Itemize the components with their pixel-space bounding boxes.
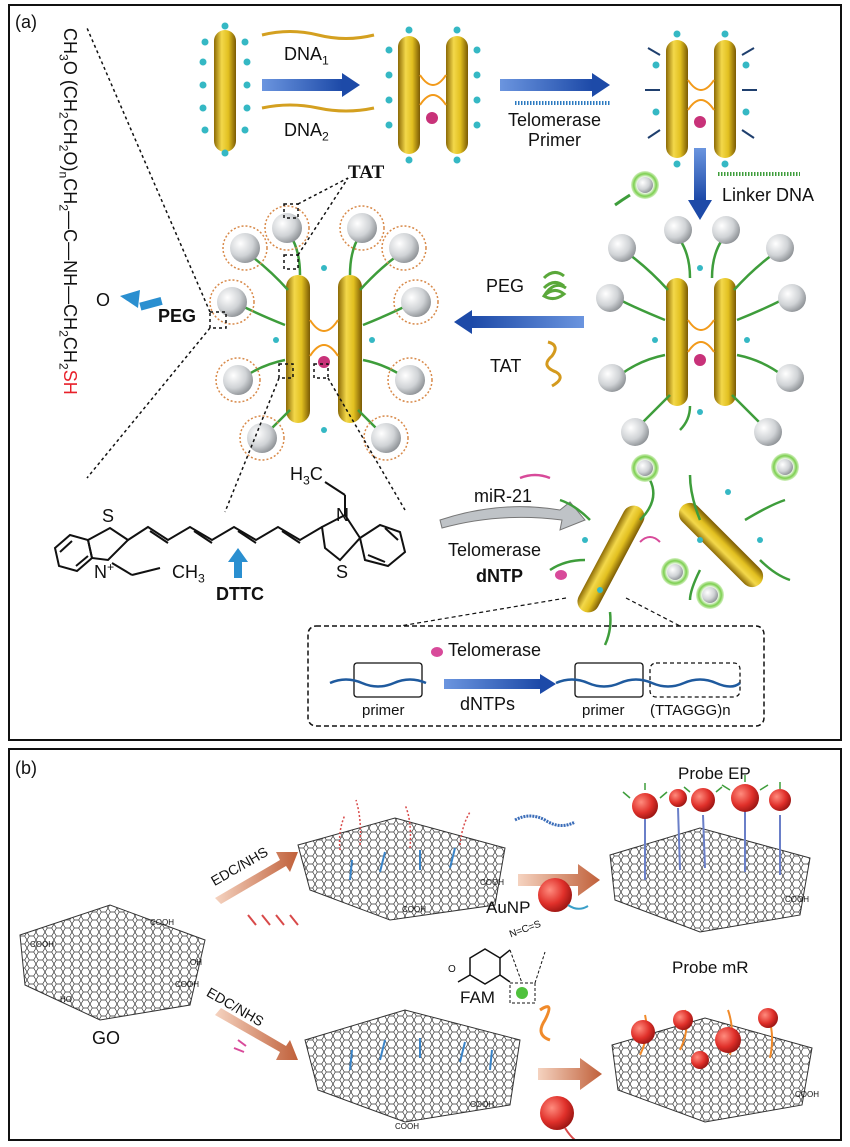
gold-nanorod bbox=[214, 30, 236, 152]
dttc-s1: S bbox=[102, 506, 115, 526]
mir21-label: miR-21 bbox=[474, 486, 533, 506]
go-label: GO bbox=[92, 1028, 121, 1048]
probe-ep-cooh: COOH bbox=[785, 895, 809, 904]
peg-label: PEG bbox=[486, 276, 525, 296]
nanorod-with-spheres bbox=[596, 216, 806, 446]
dttc-structure bbox=[53, 481, 407, 576]
inset-telomerase: Telomerase bbox=[448, 640, 542, 660]
gold-nanorod-pair-primer bbox=[645, 40, 757, 158]
sheet-bottom-cooh: COOH bbox=[470, 1100, 494, 1109]
gold-nanorod-pair bbox=[398, 36, 468, 154]
peg-formula: CH3O (CH2CH2O)nCH2—C—NH—CH2CH2SH bbox=[56, 28, 80, 395]
inset-arrow bbox=[444, 679, 540, 689]
zoom-callouts bbox=[86, 27, 406, 513]
panel-b bbox=[8, 748, 842, 1141]
dttc-n2: N bbox=[336, 505, 349, 525]
peg-coil-icon bbox=[541, 271, 567, 301]
panel-a-label: (a) bbox=[15, 12, 37, 32]
arrow-1 bbox=[262, 79, 342, 91]
telomerase-inset bbox=[307, 625, 765, 727]
arrow-down bbox=[694, 148, 706, 200]
tat-peptide-icon bbox=[545, 340, 562, 388]
fam-methoxy-o: O bbox=[448, 964, 456, 975]
sheet-top-cooh: COOH bbox=[480, 878, 504, 887]
released-nanorods bbox=[549, 453, 799, 646]
carbonyl-o: O bbox=[96, 290, 111, 310]
aunp-ball-top bbox=[538, 878, 572, 912]
dttc-s2: S bbox=[336, 562, 349, 582]
dna2-label: DNA2 bbox=[284, 120, 329, 144]
copper-arrow-bottom bbox=[538, 1058, 602, 1090]
inset-primer-right: primer bbox=[582, 702, 625, 719]
dttc-label: DTTC bbox=[216, 584, 264, 604]
probe-ep-label: Probe EP bbox=[678, 764, 751, 783]
go-cooh-2: COOH bbox=[150, 918, 174, 927]
arrow-2 bbox=[500, 79, 592, 91]
teal-dots bbox=[199, 22, 251, 157]
dntp-label: dNTP bbox=[476, 566, 523, 586]
linker-dna-label: Linker DNA bbox=[722, 185, 815, 205]
panel-b-label: (b) bbox=[15, 758, 37, 778]
arrow-left bbox=[472, 316, 584, 328]
go-cooh-3: COOH bbox=[175, 980, 199, 989]
sheet-top-cooh-2: COOH bbox=[402, 905, 426, 914]
tat-label: TAT bbox=[348, 162, 385, 183]
go-cooh-1: COOH bbox=[30, 940, 54, 949]
dna1-label: DNA1 bbox=[284, 44, 329, 68]
copper-arrow-bottom-edc bbox=[215, 1008, 298, 1060]
inset-primer-left: primer bbox=[362, 702, 405, 719]
probe-mr-label: Probe mR bbox=[672, 958, 749, 977]
go-ho: HO bbox=[60, 995, 72, 1004]
sheet-bottom-cooh-2: COOH bbox=[395, 1122, 419, 1131]
go-oh: OH bbox=[190, 958, 202, 967]
curved-arrow bbox=[439, 501, 586, 531]
peg-arrow bbox=[139, 297, 163, 311]
go-sheet bbox=[19, 904, 206, 1021]
copper-arrow-top-edc bbox=[215, 852, 298, 904]
telomerase-label: Telomerase bbox=[448, 540, 542, 560]
peg-label-bold: PEG bbox=[158, 306, 197, 326]
go-sheet-bottom bbox=[304, 1009, 521, 1123]
fam-label: FAM bbox=[460, 988, 495, 1007]
dttc-n1: N+ bbox=[94, 560, 115, 582]
go-sheet-top bbox=[297, 817, 506, 921]
inset-dntps: dNTPs bbox=[460, 694, 516, 714]
functionalized-nanorod bbox=[209, 205, 439, 461]
aunp-ball-bottom bbox=[540, 1096, 574, 1130]
dttc-h3c: H3C bbox=[290, 464, 323, 488]
sh-group: SH bbox=[60, 369, 80, 395]
fam-structure bbox=[457, 948, 511, 985]
tat-label-2: TAT bbox=[490, 356, 522, 376]
probe-mr-sheet bbox=[611, 1017, 813, 1123]
inset-repeat: (TTAGGG)n bbox=[650, 702, 731, 719]
aunp-label: AuNP bbox=[486, 898, 531, 917]
probe-ep-sheet bbox=[609, 827, 811, 933]
dttc-ch3: CH3 bbox=[172, 562, 205, 586]
probe-mr-cooh: COOH bbox=[795, 1090, 819, 1099]
telomerase-primer-label: Telomerase Primer bbox=[508, 110, 602, 150]
